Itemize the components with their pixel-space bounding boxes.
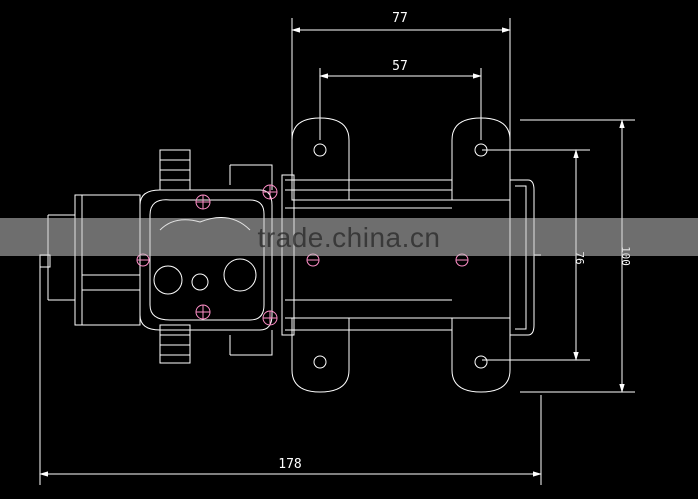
screw-icon [195,194,211,210]
dimension-178 [39,255,542,485]
dimension-label-57: 57 [392,59,408,74]
right-mounting-bracket [451,117,511,393]
screw-icon [262,310,278,326]
motor-body [281,174,452,336]
left-mounting-bracket [291,117,350,393]
pressure-switch-housing [39,194,141,326]
watermark-band [0,218,698,256]
dimension-label-178: 178 [278,457,301,472]
screw-icon [262,184,278,200]
dimension-57 [319,68,482,140]
dimension-label-77: 77 [392,11,408,26]
dimension-77 [291,18,511,140]
outlet-fitting-top [159,149,191,191]
screw-icon [195,304,211,320]
pump-head [139,189,273,331]
dimension-100 [520,119,635,393]
pump-flange [229,164,273,356]
inlet-fitting-bottom [159,324,191,364]
watermark-text: trade.china.cn [257,222,441,253]
motor-end-cap [509,179,541,336]
